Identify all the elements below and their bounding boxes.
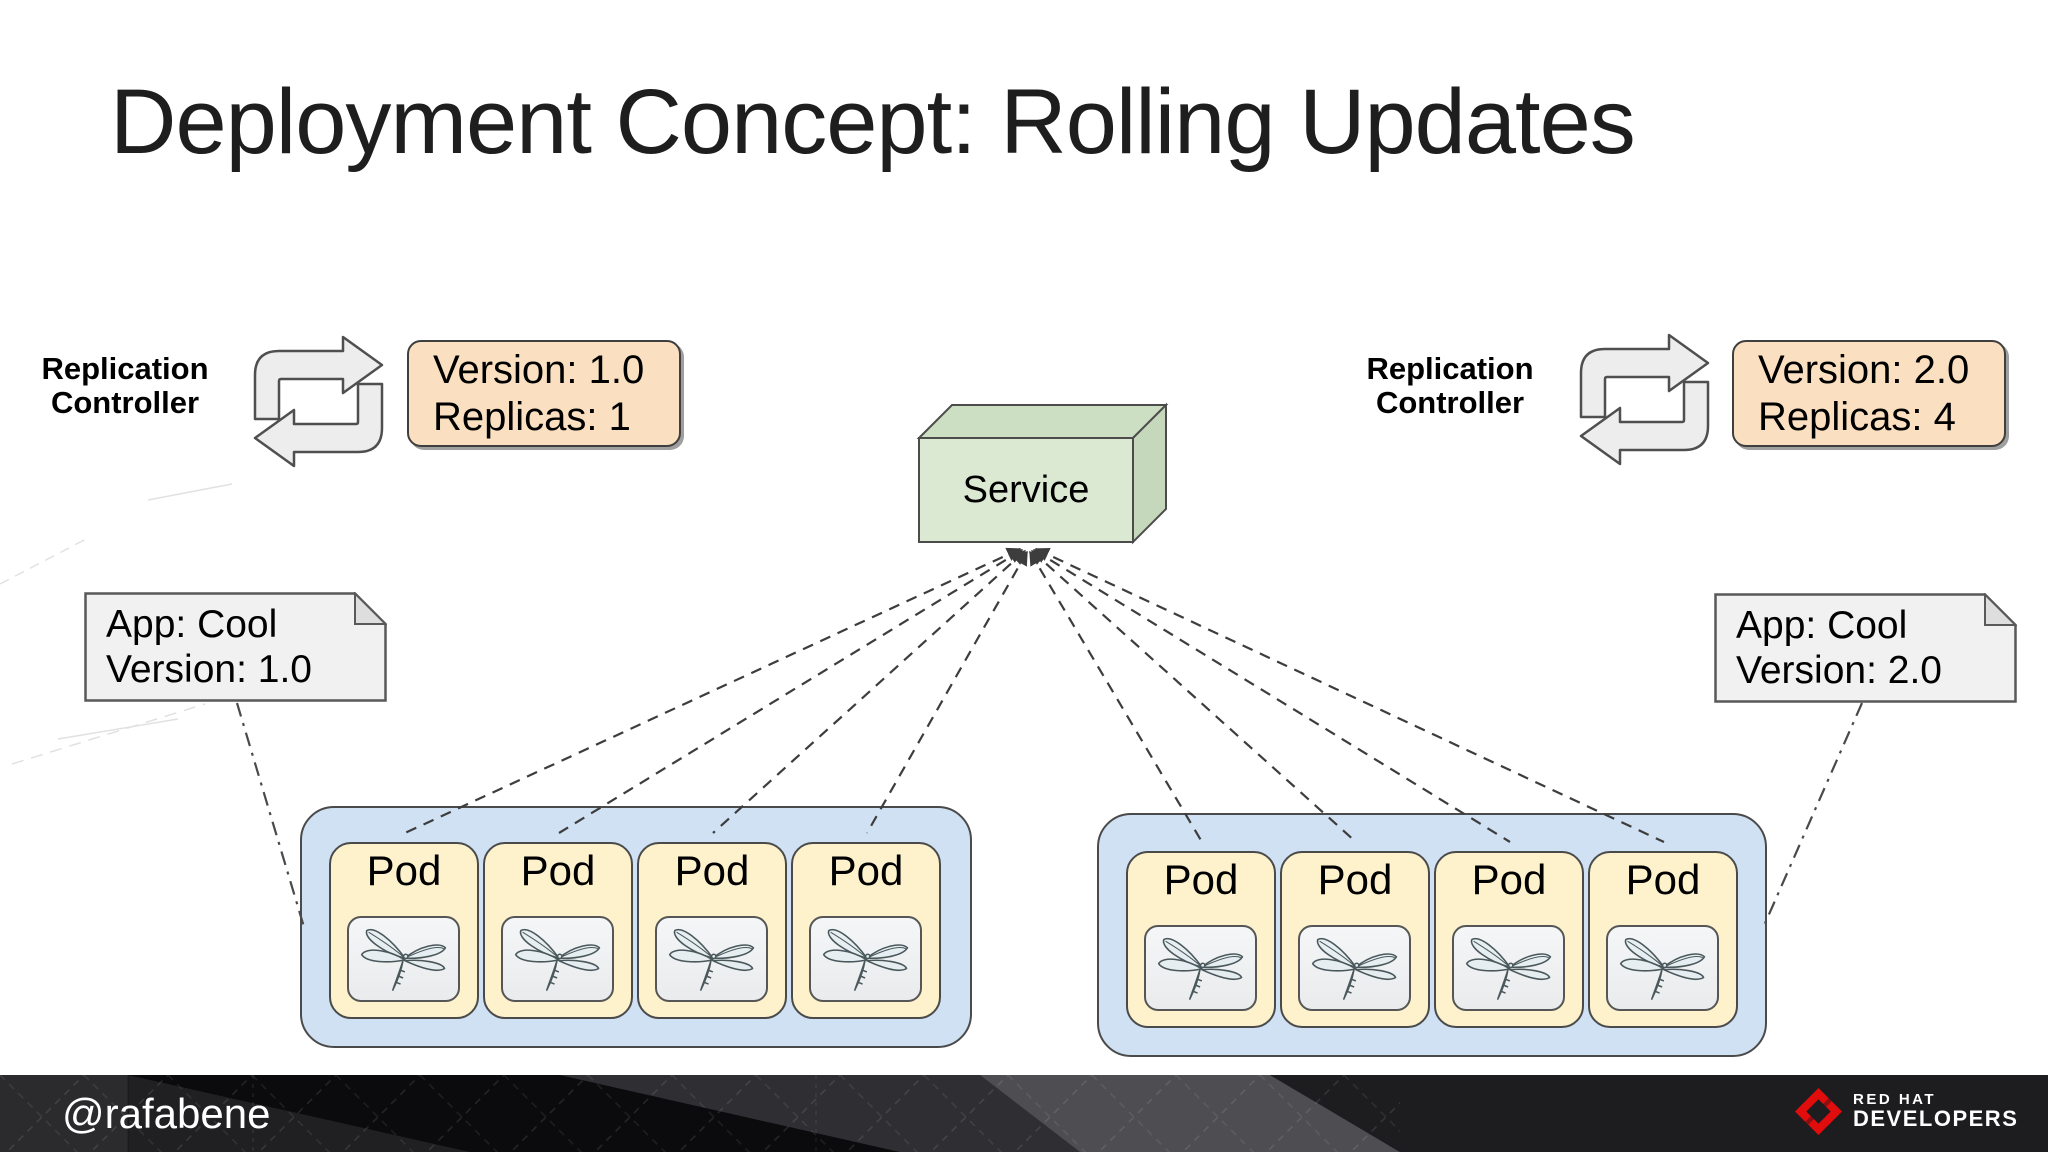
pod: Pod <box>791 842 941 1019</box>
replication-controller-label-right: Replication Controller <box>1366 351 1534 420</box>
pod: Pod <box>1434 851 1584 1028</box>
pod: Pod <box>329 842 479 1019</box>
note-shape <box>84 592 387 702</box>
dragonfly-icon <box>668 928 754 991</box>
note-app-v2: App: Cool Version: 2.0 <box>1714 593 2017 703</box>
service-box <box>916 402 1169 545</box>
slide-title: Deployment Concept: Rolling Updates <box>110 71 1636 173</box>
pod: Pod <box>483 842 633 1019</box>
replication-controller-label-left: Replication Controller <box>41 351 209 420</box>
note-shape <box>1714 593 2017 703</box>
dragonfly-icon <box>1619 937 1705 1000</box>
pod: Pod <box>1126 851 1276 1028</box>
sync-arrows-icon-right <box>1579 333 1710 466</box>
dragonfly-icon <box>360 928 446 991</box>
twitter-handle: @rafabene <box>62 1089 271 1137</box>
redhat-logo-icon <box>1795 1088 1842 1135</box>
dragonfly-icon <box>822 928 908 991</box>
dragonfly-icon <box>1465 937 1551 1000</box>
note-app-v1: App: Cool Version: 1.0 <box>84 592 387 702</box>
brand-line1: RED HAT <box>1853 1091 1937 1108</box>
dragonfly-icon <box>514 928 600 991</box>
service-label: Service <box>962 468 1090 511</box>
pod: Pod <box>637 842 787 1019</box>
spec-box-v2: Version: 2.0 Replicas: 4 <box>1732 340 2006 447</box>
pod-group-v2: Pod Pod Pod Pod <box>1097 813 1767 1057</box>
pod: Pod <box>1588 851 1738 1028</box>
pod-group-v1: Pod Pod Pod Pod <box>300 806 972 1048</box>
dragonfly-icon <box>1311 937 1397 1000</box>
sync-arrows-icon-left <box>253 335 384 468</box>
brand-line2: DEVELOPERS <box>1853 1106 2019 1131</box>
pod: Pod <box>1280 851 1430 1028</box>
footer-bar <box>0 1075 2048 1152</box>
redhat-developers-logo: RED HAT DEVELOPERS <box>1795 1088 2018 1135</box>
dragonfly-icon <box>1157 937 1243 1000</box>
spec-box-v1: Version: 1.0 Replicas: 1 <box>407 340 681 447</box>
